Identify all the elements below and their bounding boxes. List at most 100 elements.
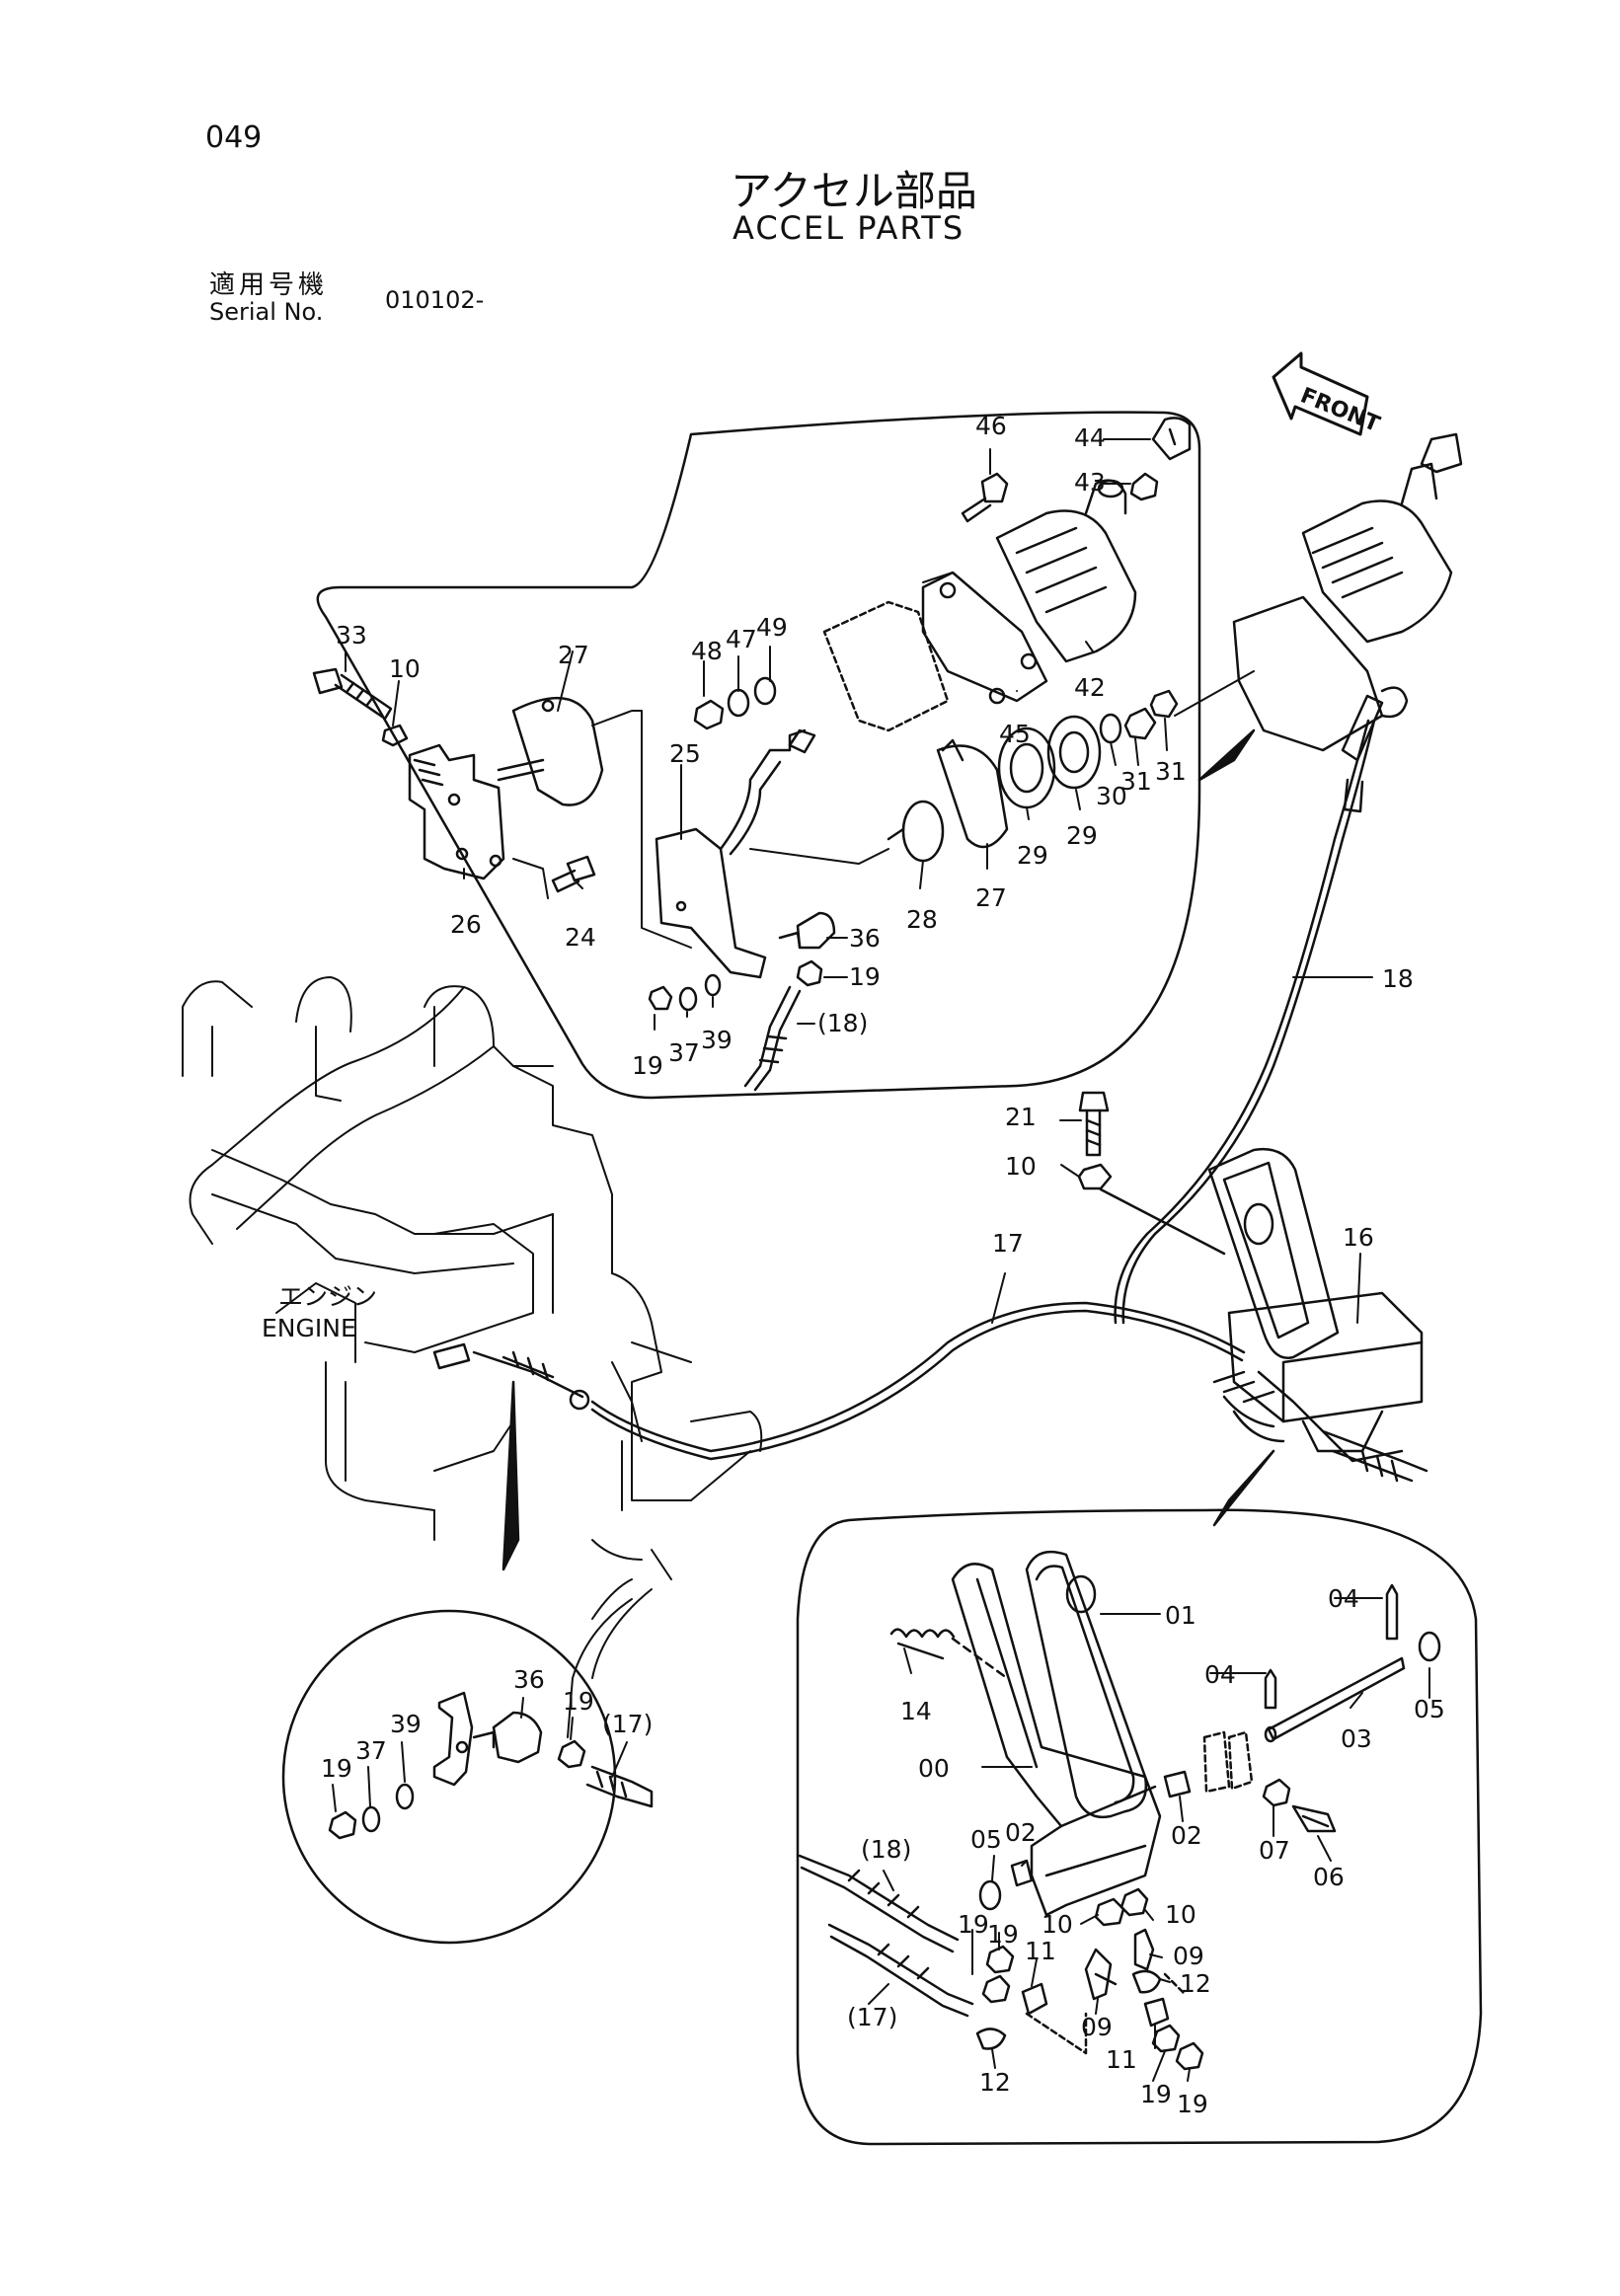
callout-25: 25 <box>669 739 701 768</box>
callout-18-pedal: (18) <box>861 1835 911 1864</box>
callout-36-top: 36 <box>849 924 881 953</box>
callout-12-b: 12 <box>979 2068 1011 2097</box>
plate-27-top <box>497 696 604 806</box>
callout-46: 46 <box>975 412 1007 440</box>
callout-37-top: 37 <box>668 1038 700 1067</box>
serial-number-value: 010102- <box>385 286 485 314</box>
callout-48: 48 <box>691 637 723 665</box>
callout-02-b: 02 <box>1171 1821 1202 1850</box>
callout-12-a: 12 <box>1180 1969 1211 1998</box>
callout-26: 26 <box>450 910 482 939</box>
pointer-pedal-detail <box>1212 1449 1275 1527</box>
callout-49: 49 <box>756 613 788 642</box>
cable-17 <box>432 1301 1246 1461</box>
callout-19-pedal-c: 19 <box>1140 2080 1172 2108</box>
callout-18: 18 <box>1382 964 1414 993</box>
engine-label-en: ENGINE <box>262 1314 356 1342</box>
callout-31-a: 31 <box>1120 767 1152 796</box>
callout-37-engine: 37 <box>355 1736 387 1765</box>
page-title-japanese: アクセル部品 <box>731 167 977 215</box>
callout-45: 45 <box>999 720 1031 748</box>
callout-19-pedal-d: 19 <box>1177 2090 1208 2118</box>
callout-05-b: 05 <box>970 1825 1002 1854</box>
callout-04-b: 04 <box>1204 1660 1236 1689</box>
lever-25 <box>655 728 816 979</box>
plate-27-middle <box>936 738 1009 849</box>
callout-42: 42 <box>1074 673 1106 702</box>
joint-36-top <box>778 911 836 950</box>
callout-10-pedal-a: 10 <box>1041 1910 1073 1939</box>
callout-39-engine: 39 <box>390 1710 422 1738</box>
bracket-26 <box>408 743 505 880</box>
plate-45 <box>822 571 1048 732</box>
page-title-english: ACCEL PARTS <box>733 209 965 247</box>
front-arrow: FRONT <box>1272 351 1383 437</box>
pedal-detail-parts <box>798 1550 1441 2071</box>
washer-47 <box>727 688 750 718</box>
knob-44 <box>1151 417 1192 461</box>
callout-36-engine: 36 <box>513 1665 545 1694</box>
nut-10-outside <box>1077 1163 1226 1256</box>
callout-14: 14 <box>900 1697 932 1725</box>
washer-30 <box>1099 713 1122 744</box>
callout-47: 47 <box>726 625 757 653</box>
callout-17: 17 <box>992 1229 1024 1258</box>
bolt-24 <box>551 855 596 893</box>
callout-29-b: 29 <box>1017 841 1048 870</box>
washer-39-top <box>704 973 722 997</box>
cable-18 <box>1114 694 1384 1325</box>
pointer-engine-detail <box>501 1380 520 1571</box>
washer-49 <box>753 676 777 706</box>
nut-31-a <box>1123 707 1157 740</box>
pedal-assembly <box>1207 1147 1428 1483</box>
callout-27-top: 27 <box>558 641 589 669</box>
engine-end-detail-circle <box>281 1609 617 1945</box>
callout-16: 16 <box>1343 1223 1374 1252</box>
callout-19-engine-b: 19 <box>321 1754 352 1783</box>
nut-19-top-a <box>796 959 823 987</box>
callout-01: 01 <box>1165 1601 1196 1630</box>
pointer-top-detail <box>1197 728 1256 782</box>
lever-assembly-right <box>1232 432 1463 752</box>
washer-28 <box>887 800 945 863</box>
callout-29-a: 29 <box>1066 821 1098 850</box>
callout-19-top-b: 19 <box>632 1051 663 1080</box>
washer-37-top <box>678 986 698 1012</box>
callout-04-a: 04 <box>1328 1584 1359 1613</box>
callout-10-top: 10 <box>389 654 421 683</box>
engine-label-jp: エンジン <box>278 1282 377 1311</box>
callout-19-pedal-b: 19 <box>987 1920 1019 1949</box>
callout-18-top: (18) <box>817 1009 868 1037</box>
pedal-detail-outline <box>796 1508 1483 2146</box>
callout-19-top-a: 19 <box>849 962 881 991</box>
callout-05-a: 05 <box>1414 1695 1445 1723</box>
callout-31-b: 31 <box>1155 757 1187 786</box>
callout-24: 24 <box>565 923 596 952</box>
page-number: 049 <box>205 120 263 155</box>
serial-label-english: Serial No. <box>209 298 324 326</box>
callout-09-b: 09 <box>1081 2013 1113 2041</box>
callout-28: 28 <box>906 905 938 934</box>
callout-03: 03 <box>1341 1724 1372 1753</box>
nut-31-b <box>1149 689 1179 719</box>
bolt-46 <box>961 472 1009 523</box>
callout-00: 00 <box>918 1754 950 1783</box>
boot-42 <box>995 479 1137 663</box>
serial-label-japanese: 適用号機 <box>209 270 329 300</box>
washer-10-top <box>381 724 409 747</box>
nut-48 <box>693 699 725 730</box>
callout-43: 43 <box>1074 468 1106 497</box>
callout-10-outside: 10 <box>1005 1152 1037 1181</box>
callout-07: 07 <box>1259 1836 1290 1865</box>
callout-02-a: 02 <box>1005 1818 1037 1847</box>
callout-39-top: 39 <box>701 1026 733 1054</box>
cable-end-18-top <box>743 985 802 1092</box>
nut-43 <box>1129 472 1159 501</box>
callout-numbers: 46 44 43 33 10 27 48 47 49 42 45 25 30 3… <box>321 412 1445 2118</box>
washer-29-b <box>1046 715 1102 790</box>
callout-19-pedal-a: 19 <box>958 1910 989 1939</box>
callout-17-pedal: (17) <box>847 2003 897 2031</box>
lever-detail-outline <box>316 411 1201 1100</box>
bolt-21 <box>1078 1091 1110 1157</box>
callout-06: 06 <box>1313 1863 1345 1891</box>
